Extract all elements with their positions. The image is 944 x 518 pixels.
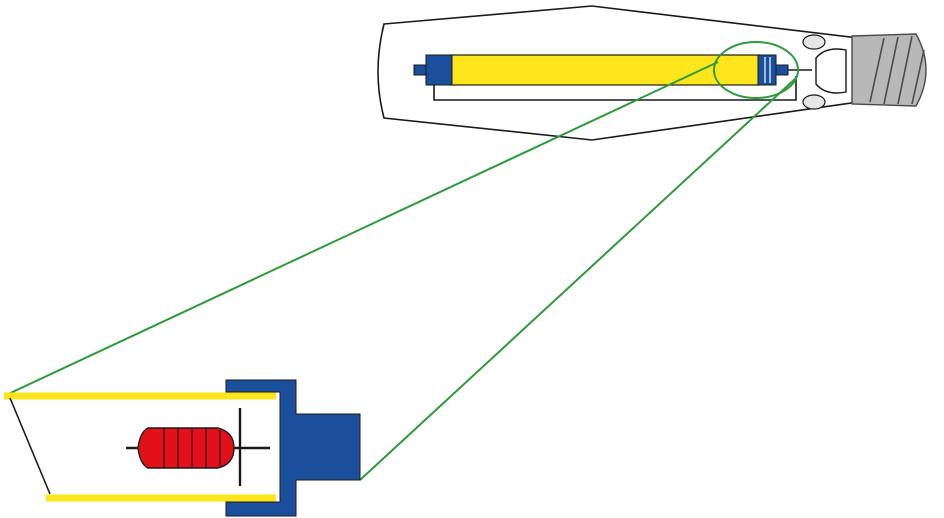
stem-press <box>815 48 847 94</box>
screw-base <box>851 33 927 107</box>
getter-top <box>802 34 826 50</box>
electrode-end-cap <box>225 379 361 517</box>
magnified-electrode <box>4 379 361 517</box>
zoom-callout <box>3 41 799 481</box>
zoom-line-upper <box>3 61 719 397</box>
tube-end-edge <box>9 397 51 495</box>
getter-bottom <box>802 94 826 110</box>
arc-tube-right-cap <box>757 54 789 86</box>
zoom-ellipse <box>713 41 799 99</box>
electrode-coil <box>137 427 235 469</box>
lamp-assembly <box>377 5 927 141</box>
arc-tube-left-cap <box>413 54 453 86</box>
zoom-line-lower <box>359 77 797 481</box>
arc-tube <box>449 54 761 86</box>
